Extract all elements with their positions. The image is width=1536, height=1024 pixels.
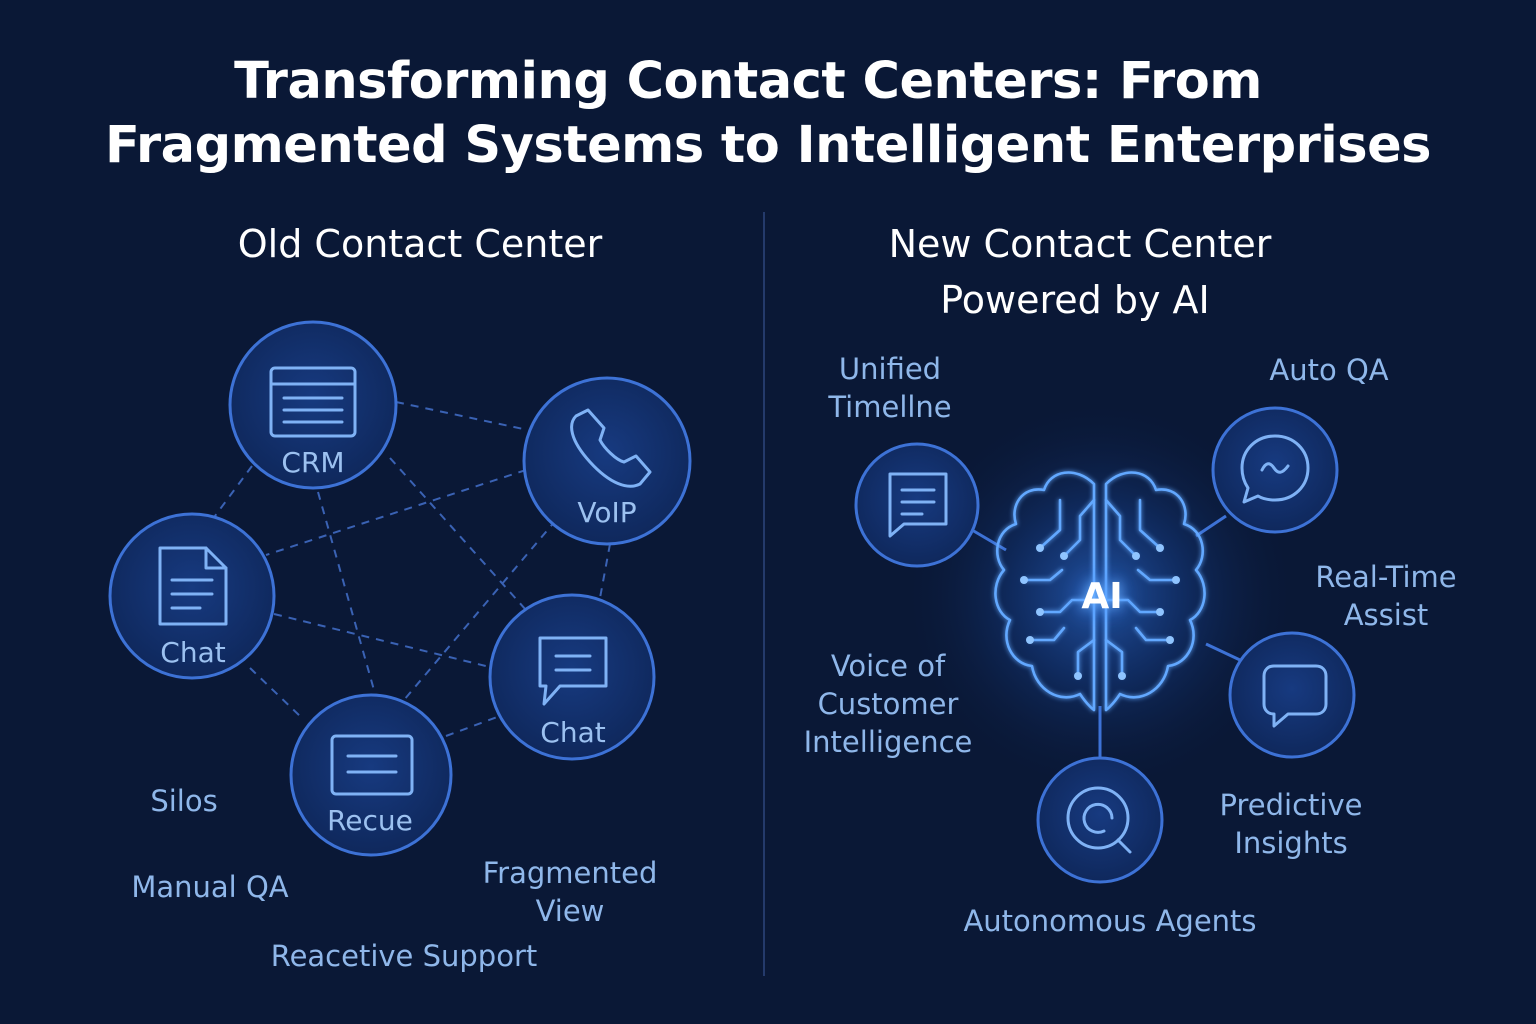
realtime-line-2: Assist [1343,598,1429,632]
chat-square-icon [1262,664,1328,728]
link-voip-recue [403,519,557,701]
title-line-2: Fragmented Systems to Intelligent Enterp… [104,116,1432,175]
window-icon [269,366,357,438]
document-lines-icon [888,472,948,538]
link-chatdoc-chatbubble [273,613,495,669]
auto-qa-label: Auto QA [1269,353,1389,387]
voip-node [522,376,692,546]
auto-qa-node [1211,406,1339,534]
unified-line-1: Unified [838,352,942,386]
fragmented-line-2: View [535,894,605,928]
link-voip-chatdoc [265,469,527,556]
message-box-icon [330,734,414,796]
unified-timeline-node [854,442,980,568]
real-time-assist-node [1228,631,1356,759]
fragmented-view-note: Fragmented View [470,854,670,930]
ai-glow [900,396,1300,796]
link-voip-chatbubble [599,543,611,599]
link-crm-voip [395,401,529,431]
chat-doc-node-label: Chat [160,636,226,669]
reactive-support-note: Reacetive Support [270,939,538,973]
unified-line-2: Timellne [828,390,952,424]
ai-center-label: AI [1081,576,1123,617]
search-ring-icon [1066,786,1132,854]
link-crm-chatdoc [211,465,253,521]
link-chatdoc-recue [249,667,303,719]
new-heading-line-1: New Contact Center [888,222,1272,266]
new-center-heading: New Contact Center Powered by AI [840,216,1320,328]
document-icon [158,546,228,626]
autonomous-agents-node [1036,756,1164,884]
title-line-1: Transforming Contact Centers: From [234,52,1262,111]
link-crm-chatbubble [389,457,527,611]
predictive-insights-label: Predictive Insights [1196,786,1386,862]
silos-note: Silos [150,784,218,818]
old-connections [211,401,611,737]
crm-node [228,320,398,490]
real-time-assist-label: Real-Time Assist [1296,558,1476,634]
chat-bubble-node [488,593,656,761]
voice-of-customer-label: Voice of Customer Intelligence [788,647,988,761]
predictive-line-2: Insights [1234,826,1348,860]
new-heading-line-2: Powered by AI [940,278,1210,322]
fragmented-line-1: Fragmented [482,856,658,890]
crm-node-label: CRM [281,446,345,479]
realtime-line-1: Real-Time [1315,560,1457,594]
recue-node-label: Recue [327,804,413,837]
chat-doc-node [108,512,276,680]
manual-qa-note: Manual QA [131,870,289,904]
old-center-heading: Old Contact Center [237,222,603,266]
autonomous-agents-label: Autonomous Agents [963,904,1257,938]
feature-connectors [971,514,1241,758]
chat-bubble-node-label: Chat [540,716,606,749]
column-divider [763,212,765,976]
link-recue-chatbubble [445,715,501,737]
chat-wave-icon [1240,434,1310,504]
voice-line-1: Voice of [830,649,946,683]
unified-timeline-label: Unified Timellne [800,350,980,426]
link-crm-recue [317,491,375,691]
brain-nodes [1020,544,1180,680]
page-title: Transforming Contact Centers: From Fragm… [0,50,1536,178]
recue-node [289,693,453,857]
voice-line-3: Intelligence [803,725,973,759]
phone-icon [570,408,652,488]
voice-line-2: Customer [817,687,959,721]
chat-bubble-icon [538,636,608,706]
predictive-line-1: Predictive [1219,788,1363,822]
voip-node-label: VoIP [577,496,637,529]
brain-icon [994,471,1206,712]
